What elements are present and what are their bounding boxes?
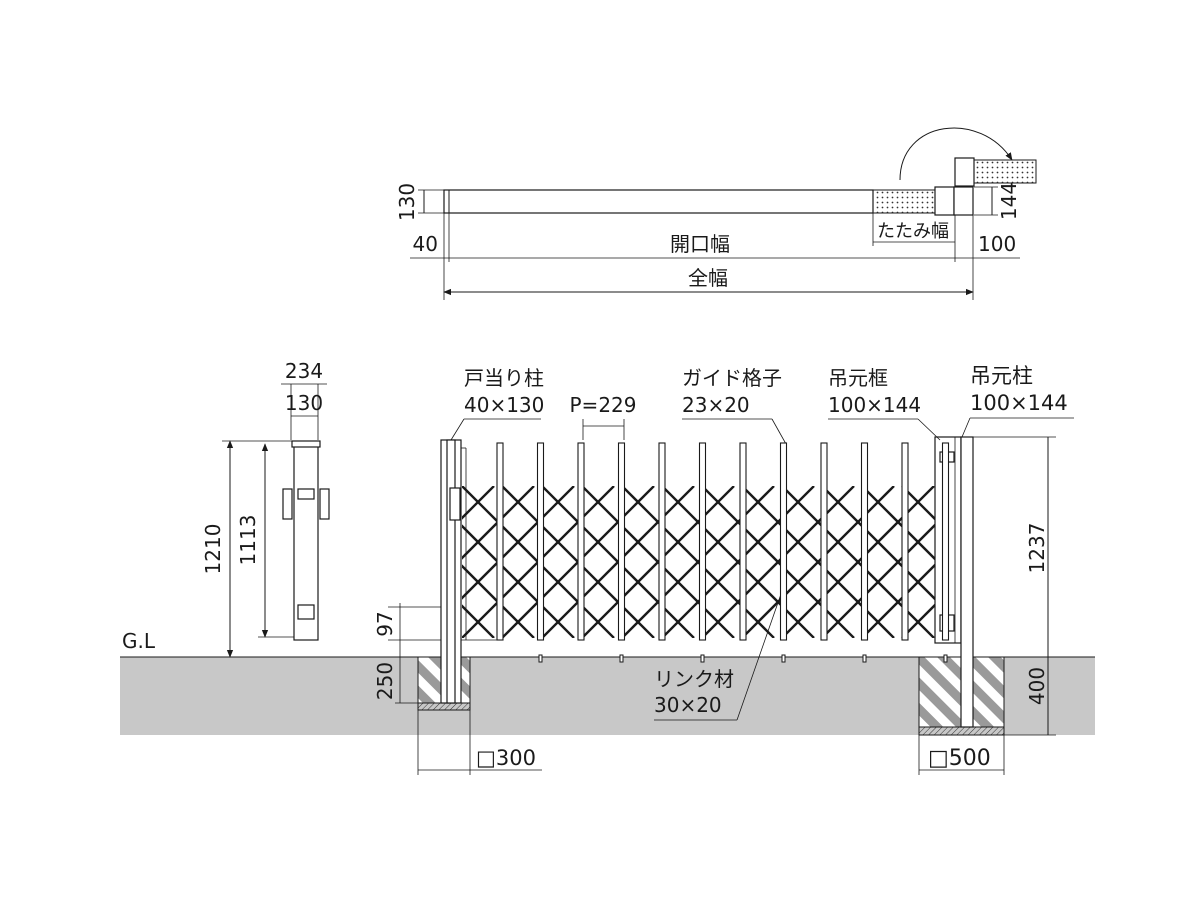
hang-post-name: 吊元柱 — [970, 364, 1033, 388]
link-bar — [821, 486, 935, 601]
link-bar — [462, 486, 495, 520]
guide-size: 23×20 — [682, 393, 750, 417]
stop-post-size: 40×130 — [464, 393, 544, 417]
caster — [943, 654, 948, 663]
rotation-arrow — [899, 127, 1013, 181]
guide-bar — [739, 442, 747, 641]
total-width-label: 全幅 — [688, 266, 728, 290]
link-lattice — [462, 486, 935, 638]
hang-frame-size: 100×144 — [828, 393, 921, 417]
guide-bar — [901, 442, 909, 641]
guide-bar — [941, 442, 950, 641]
link-name: リンク材 — [654, 667, 734, 691]
hang-frame-plan — [934, 186, 955, 216]
guide-bar — [820, 442, 828, 641]
link-bar — [621, 486, 775, 638]
pitch-label: P=229 — [570, 393, 637, 417]
front-view: 戸当り柱 40×130 P=229 ガイド格子 23×20 吊元框 100×14… — [373, 364, 1074, 775]
hang-frame-name: 吊元框 — [828, 366, 888, 390]
link-bar — [741, 486, 895, 638]
bottom-gap-dim: 97 — [373, 611, 397, 636]
caster — [781, 654, 786, 663]
link-bar — [901, 486, 935, 521]
guide-bar — [698, 442, 707, 641]
guide-bar — [779, 442, 788, 641]
plan-stack-dim: 144 — [997, 182, 1021, 220]
stop-post-name: 戸当り柱 — [464, 366, 544, 390]
guide-name: ガイド格子 — [682, 366, 782, 390]
hang-post-size: 100×144 — [970, 391, 1068, 415]
guide-bar — [496, 442, 504, 641]
right-embed-dim: 400 — [1025, 667, 1049, 705]
link-bar — [701, 486, 855, 638]
link-bar — [781, 486, 935, 638]
ground-label: G.L — [122, 629, 156, 653]
link-size: 30×20 — [654, 693, 722, 717]
guide-bar — [577, 442, 585, 641]
plan-view: 130 144 40 開口幅 100 たたみ幅 全幅 — [395, 127, 1037, 300]
caster — [700, 654, 705, 663]
left-embed-dim: 250 — [373, 662, 397, 700]
hang-post-plan — [953, 186, 974, 216]
folded-width-label: たたみ幅 — [877, 221, 949, 242]
plan-left-dim: 40 — [413, 232, 438, 256]
caster — [538, 654, 543, 663]
side-top-outer-dim: 234 — [285, 359, 323, 383]
link-bar — [861, 563, 935, 638]
link-bar — [901, 603, 935, 638]
guide-bar — [536, 442, 545, 641]
folded-stack-plan — [872, 189, 936, 214]
guide-bar — [860, 442, 869, 641]
side-height-outer-dim: 1210 — [201, 524, 225, 575]
side-view: 234 130 1210 1113 G.L — [122, 359, 330, 658]
link-bar — [462, 604, 495, 638]
side-height-inner-dim: 1113 — [236, 515, 260, 566]
footing-right-dim: □500 — [928, 746, 991, 771]
opening-width-label: 開口幅 — [670, 232, 730, 256]
hang-post — [960, 436, 974, 728]
gate-plan-body — [443, 189, 874, 214]
plan-right-dim: 100 — [978, 232, 1016, 256]
guide-bar — [658, 442, 666, 641]
right-height-dim: 1237 — [1025, 523, 1049, 574]
plan-width-dim: 130 — [395, 183, 419, 221]
link-bar — [462, 564, 535, 638]
link-bar — [861, 486, 935, 561]
guide-bar — [617, 442, 626, 641]
link-bar — [661, 486, 815, 638]
link-bar — [462, 486, 535, 560]
link-bar — [581, 486, 735, 638]
caster — [862, 654, 867, 663]
caster — [619, 654, 624, 663]
footing-left-dim: □300 — [476, 746, 536, 770]
